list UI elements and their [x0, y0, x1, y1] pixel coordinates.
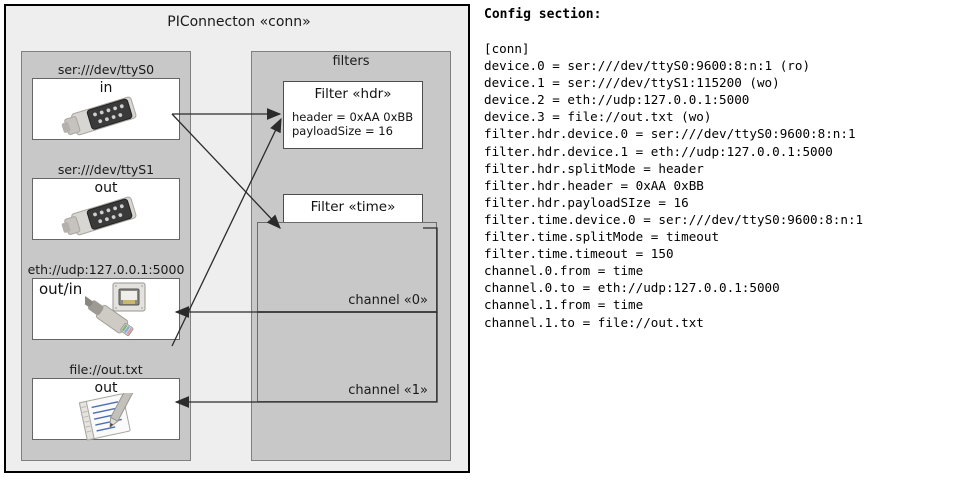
device-cell-eth[interactable]: eth://udp:127.0.0.1:5000 out/in: [21, 261, 191, 340]
device-cell-ttys1[interactable]: ser:///dev/ttyS1 out: [21, 161, 191, 240]
config-line: filter.time.splitMode = timeout: [484, 229, 720, 245]
device-box-eth[interactable]: out/in: [32, 278, 180, 340]
device-direction-ttys0: in: [99, 80, 113, 96]
device-box-file[interactable]: out: [32, 378, 180, 441]
filter-attr-hdr-header: header = 0xAA 0xBB: [292, 110, 414, 124]
device-direction-ttys1: out: [94, 180, 118, 196]
config-line: channel.0.to = eth://udp:127.0.0.1:5000: [484, 280, 780, 296]
config-line: filter.hdr.payloadSIze = 16: [484, 194, 689, 210]
device-cell-file[interactable]: file://out.txt out: [21, 361, 191, 441]
config-line: filter.time.device.0 = ser:///dev/ttyS0:…: [484, 211, 864, 227]
channel-label-0: channel «0»: [348, 293, 428, 308]
config-line: filter.time.timeout = 150: [484, 246, 674, 262]
channel-box-1[interactable]: channel «1»: [257, 312, 437, 402]
device-label-ttys1: ser:///dev/ttyS1: [57, 162, 155, 177]
diagram-title: PIConnecton «conn»: [167, 14, 311, 30]
device-box-ttys1[interactable]: out: [32, 178, 180, 240]
config-line: device.1 = ser:///dev/ttyS1:115200 (wo): [484, 75, 780, 91]
device-direction-file: out: [94, 380, 118, 396]
ethernet-rj45-jack-icon: [85, 282, 146, 336]
serial-db9-connector-icon: [61, 196, 137, 236]
config-line: filter.hdr.device.1 = eth://udp:127.0.0.…: [484, 143, 833, 159]
device-box-ttys0[interactable]: in: [32, 78, 180, 140]
filter-title-hdr: Filter «hdr»: [314, 86, 392, 102]
config-line: filter.hdr.header = 0xAA 0xBB: [484, 177, 704, 193]
device-cell-ttys0[interactable]: ser:///dev/ttyS0 in: [21, 61, 191, 140]
filter-attr-hdr-payloadsize: payloadSize = 16: [292, 124, 393, 138]
channel-box-0[interactable]: channel «0»: [257, 222, 437, 312]
config-line: device.3 = file://out.txt (wo): [484, 109, 712, 125]
config-line: channel.1.from = time: [484, 297, 644, 313]
config-line: channel.1.to = file://out.txt: [484, 314, 704, 330]
serial-db9-connector-icon: [61, 96, 137, 136]
config-line: filter.hdr.splitMode = header: [484, 160, 704, 176]
filter-box-hdr[interactable]: Filter «hdr» header = 0xAA 0xBB payloadS…: [283, 81, 423, 149]
config-panel: Config section: [conn] device.0 = ser:///…: [482, 0, 964, 484]
config-line: device.0 = ser:///dev/ttyS0:9600:8:n:1 (…: [484, 58, 811, 74]
channel-label-1: channel «1»: [348, 383, 428, 398]
config-heading: Config section:: [484, 7, 602, 22]
device-label-file: file://out.txt: [69, 362, 143, 377]
filter-title-time: Filter «time»: [310, 199, 396, 215]
connector-diagram-frame: PIConnecton «conn» filters ser:///dev/tt…: [4, 4, 470, 473]
config-line: device.2 = eth://udp:127.0.0.1:5000: [484, 92, 750, 108]
device-direction-eth: out/in: [39, 280, 83, 298]
device-label-ttys0: ser:///dev/ttyS0: [57, 62, 155, 77]
config-line: channel.0.from = time: [484, 263, 644, 279]
device-label-eth: eth://udp:127.0.0.1:5000: [27, 262, 185, 277]
config-line: filter.hdr.device.0 = ser:///dev/ttyS0:9…: [484, 126, 856, 142]
text-document-pencil-icon: [78, 393, 135, 441]
config-lines-list[interactable]: [conn] device.0 = ser:///dev/ttyS0:9600:8…: [484, 40, 863, 331]
filters-group-label: filters: [332, 54, 370, 69]
config-line: [conn]: [484, 41, 530, 56]
